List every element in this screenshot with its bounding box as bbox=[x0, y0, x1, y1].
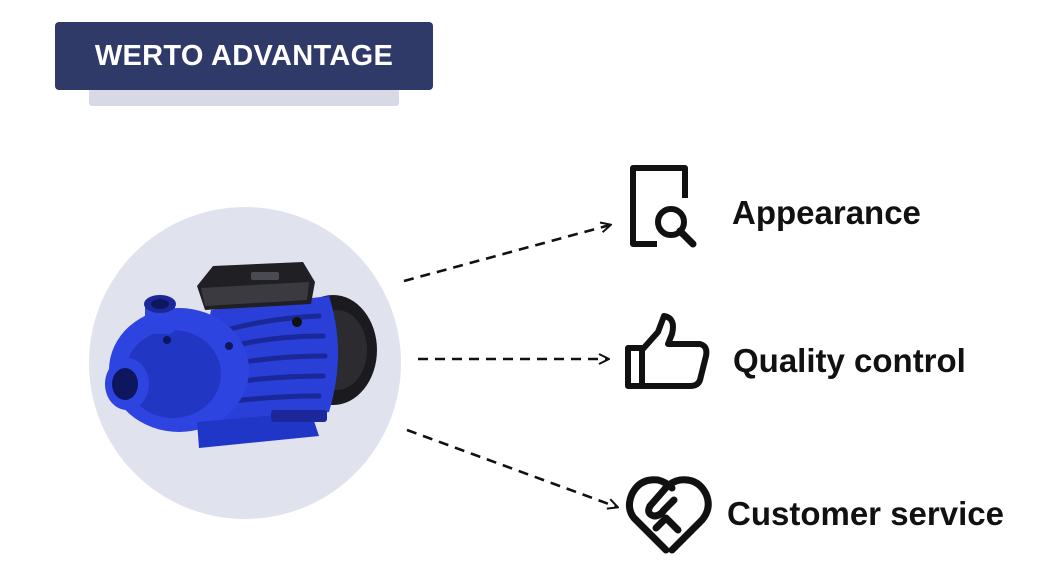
handshake-heart-icon bbox=[625, 476, 712, 554]
feature-label-quality-control: Quality control bbox=[733, 342, 966, 379]
page-title: WERTO ADVANTAGE bbox=[94, 39, 394, 72]
arrow-appearance bbox=[403, 225, 610, 283]
arrow-customer-service bbox=[406, 428, 617, 507]
water-pump-image bbox=[105, 262, 377, 448]
feature-label-customer-service: Customer service bbox=[727, 495, 1004, 532]
thumbs-up-icon bbox=[625, 313, 710, 389]
header-banner: WERTO ADVANTAGE bbox=[55, 22, 433, 90]
feature-label-appearance: Appearance bbox=[732, 194, 921, 231]
document-search-icon bbox=[630, 165, 697, 248]
